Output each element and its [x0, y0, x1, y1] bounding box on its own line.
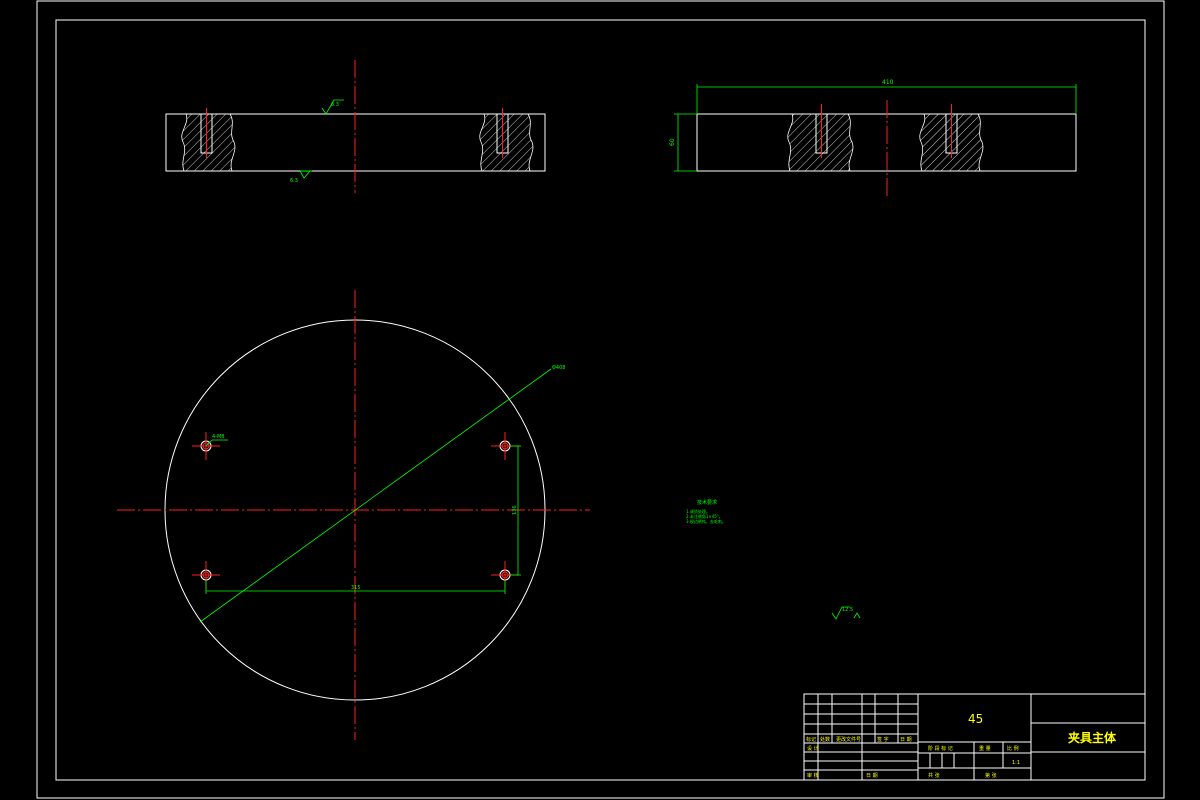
tech-notes-title: 技术要求	[697, 499, 717, 506]
plan-view: 4-M8 Φ408 315 136	[117, 290, 590, 740]
tb-label-review: 审 核	[807, 772, 819, 779]
spacing-h-text: 315	[351, 585, 361, 591]
tb-label-change-doc: 更改文件号	[836, 736, 861, 743]
dimension-hole-spacing-h: 315	[205, 580, 506, 594]
tb-weight-label: 重 量	[979, 745, 991, 752]
hole-callout: 4-M8	[205, 434, 228, 447]
tb-sheet-total: 共 张	[928, 772, 940, 779]
tb-part-name: 夹具主体	[1068, 730, 1117, 745]
tb-scale-label: 比 例	[1007, 745, 1019, 752]
front-view-left-section	[181, 113, 236, 172]
front-view-right-section	[479, 113, 534, 172]
dimension-hole-spacing-v: 136	[510, 445, 521, 576]
dimension-height: 60	[669, 113, 697, 172]
general-roughness-value: 12.5	[842, 607, 853, 613]
technical-requirements: 技术要求 1.调质处理。 2.未注倒角1×45°。 3.锐边倒钝，去毛刺。	[686, 499, 726, 524]
inner-border	[55, 19, 1146, 781]
tb-material: 45	[968, 712, 983, 726]
tech-note-3: 3.锐边倒钝，去毛刺。	[686, 518, 726, 524]
diameter-text: Φ408	[552, 365, 565, 371]
tb-label-count: 处数	[820, 736, 830, 743]
tb-sheet-number: 第 张	[985, 772, 997, 779]
outer-border	[36, 0, 1165, 799]
roughness-symbol-bottom: 6.3	[290, 170, 312, 184]
side-view-left-section	[787, 113, 854, 172]
dimension-height-text: 60	[669, 138, 676, 146]
tech-note-1: 1.调质处理。	[686, 508, 710, 514]
diameter-dimension: Φ408	[199, 365, 565, 623]
front-view: 6.3 6.3	[165, 60, 546, 193]
roughness-top-value: 6.3	[331, 102, 339, 108]
side-view: 410 60	[669, 79, 1077, 196]
tb-label-mark: 标记	[806, 736, 816, 743]
dimension-length-text: 410	[882, 79, 894, 86]
general-roughness: 12.5	[831, 606, 861, 620]
tb-label-date: 日 期	[900, 737, 912, 743]
spacing-v-text: 136	[512, 505, 518, 515]
tech-note-2: 2.未注倒角1×45°。	[686, 513, 723, 519]
roughness-symbol-top: 6.3	[321, 99, 344, 115]
tb-scale-value: 1:1	[1012, 760, 1020, 766]
dimension-length: 410	[696, 79, 1077, 114]
roughness-bottom-value: 6.3	[290, 178, 298, 184]
tb-label-signature: 签 字	[877, 736, 889, 743]
title-block: 标记 处数 更改文件号 签 字 日 期 设 计 审 核 日 期 45 夹具主体 …	[803, 693, 1146, 781]
tb-label-date-2: 日 期	[866, 773, 878, 779]
tb-stage-label: 阶 段 标 记	[928, 745, 953, 752]
tb-label-designer: 设 计	[807, 745, 819, 752]
hole-callout-text: 4-M8	[212, 434, 224, 440]
